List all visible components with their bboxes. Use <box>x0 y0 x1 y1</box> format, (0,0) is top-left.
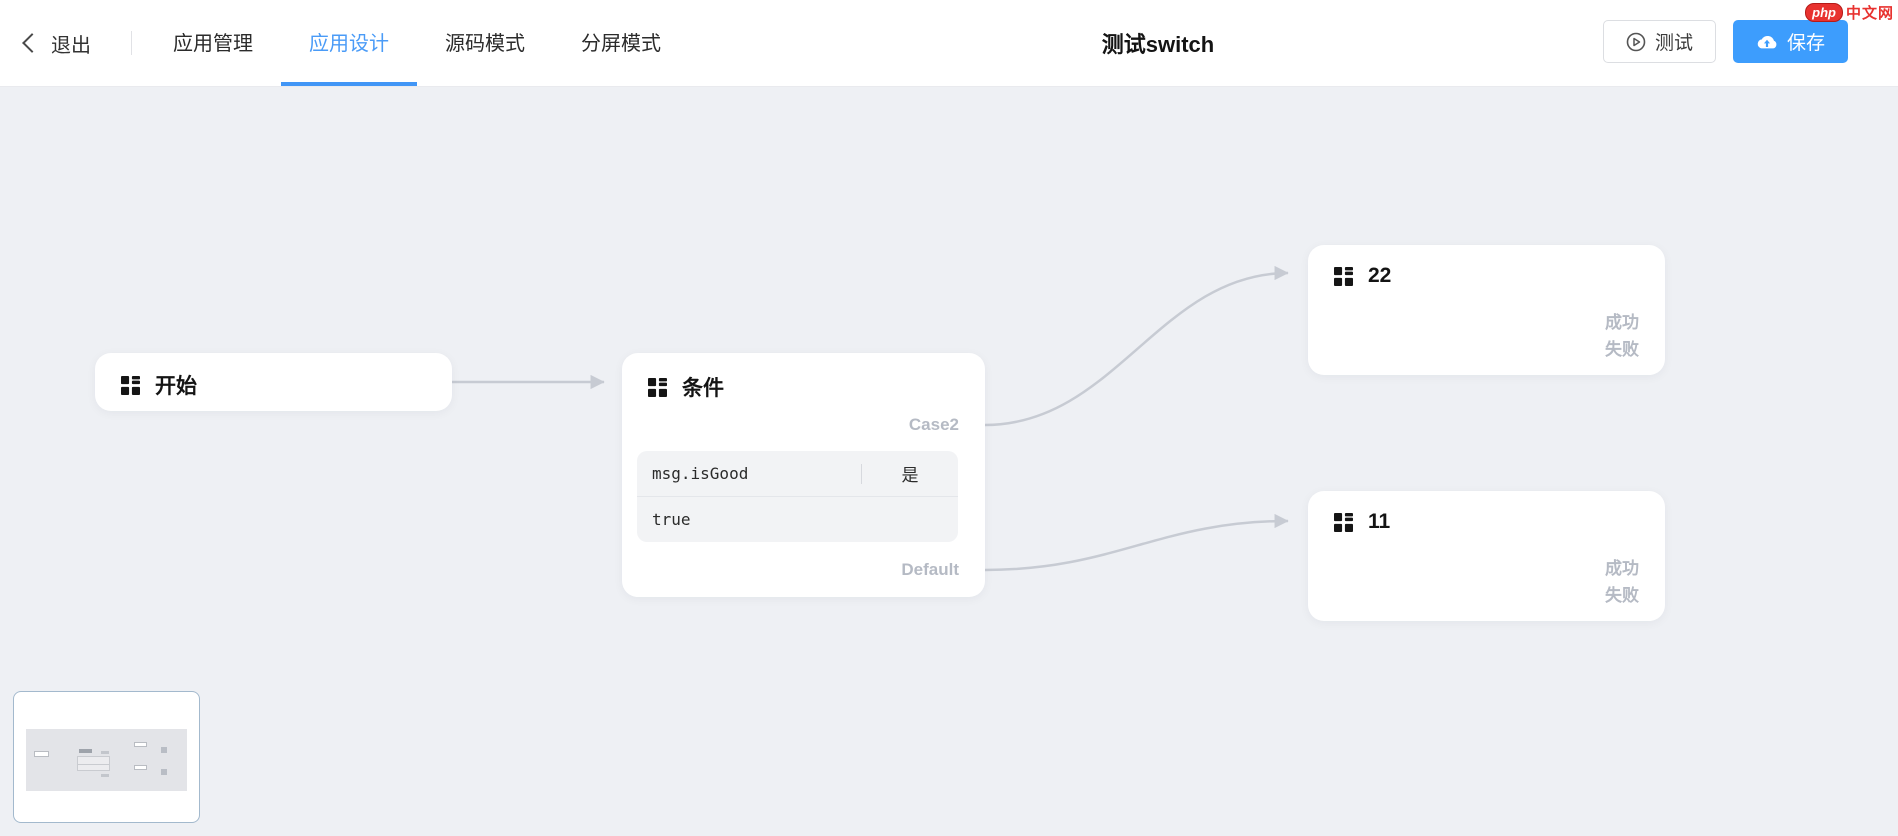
tab-app-manage[interactable]: 应用管理 <box>173 32 253 55</box>
php-logo-badge: php <box>1805 3 1843 22</box>
minimap-port-mark <box>101 751 109 754</box>
test-button-label: 测试 <box>1654 33 1693 54</box>
tab-source-mode[interactable]: 源码模式 <box>445 32 525 55</box>
node-grid-icon <box>121 375 140 395</box>
php-cn-watermark: php 中文网 <box>1805 2 1894 23</box>
port-success[interactable]: 成功 <box>1605 313 1639 332</box>
node-condition-header: 条件 <box>622 353 985 402</box>
node-condition-title: 条件 <box>682 377 724 400</box>
flow-title: 测试switch <box>1101 32 1215 57</box>
play-circle-icon <box>1626 32 1646 51</box>
minimap-condition-box <box>77 756 110 771</box>
minimap[interactable] <box>13 691 200 823</box>
minimap-port-mark <box>101 774 109 777</box>
minimap-viewport <box>26 729 187 791</box>
php-logo-text: 中文网 <box>1845 5 1894 22</box>
port-fail[interactable]: 失败 <box>1605 586 1639 605</box>
top-navbar: 退出 应用管理 应用设计 源码模式 分屏模式 测试switch 测试 保存 ph… <box>0 0 1898 87</box>
node-11-header: 11 <box>1308 491 1665 534</box>
rule-operator: 是 <box>901 466 919 485</box>
flow-canvas[interactable]: 开始 条件 Case2 msg.isGood 是 <box>0 87 1898 836</box>
condition-rule-row: msg.isGood 是 <box>637 451 958 496</box>
tab-app-design[interactable]: 应用设计 <box>281 0 417 86</box>
condition-value-row: true <box>637 496 958 541</box>
minimap-node-mark <box>161 769 167 775</box>
port-default[interactable]: Default <box>901 560 959 579</box>
rule-value: true <box>652 509 691 529</box>
node-grid-icon <box>1334 266 1353 286</box>
cloud-upload-icon <box>1757 35 1777 48</box>
node-22[interactable]: 22 成功 失败 <box>1308 245 1665 375</box>
navbar-divider <box>131 31 132 55</box>
condition-rule-box: msg.isGood 是 true <box>637 451 958 542</box>
port-success[interactable]: 成功 <box>1605 559 1639 578</box>
minimap-node-11 <box>134 765 147 770</box>
node-start-header: 开始 <box>95 353 452 400</box>
rule-field: msg.isGood <box>652 464 749 483</box>
node-start[interactable]: 开始 <box>95 353 452 411</box>
node-grid-icon <box>648 377 667 397</box>
navbar-actions: 测试 保存 <box>1602 20 1848 63</box>
back-chevron-icon <box>22 33 42 53</box>
test-button[interactable]: 测试 <box>1602 20 1716 63</box>
node-11[interactable]: 11 成功 失败 <box>1308 491 1665 621</box>
exit-label: 退出 <box>51 34 91 57</box>
minimap-node-condition <box>79 749 92 753</box>
node-condition[interactable]: 条件 Case2 msg.isGood 是 true Default <box>622 353 985 597</box>
rule-divider <box>861 463 862 484</box>
port-case2[interactable]: Case2 <box>908 415 959 434</box>
minimap-node-22 <box>134 742 147 747</box>
node-22-title: 22 <box>1368 264 1392 287</box>
save-button-label: 保存 <box>1786 33 1825 54</box>
wire-case2-to-22 <box>984 265 1289 427</box>
minimap-node-start <box>34 751 49 757</box>
tab-split-mode[interactable]: 分屏模式 <box>581 32 661 55</box>
minimap-node-mark <box>161 747 167 753</box>
exit-button[interactable]: 退出 <box>22 29 91 58</box>
save-button[interactable]: 保存 <box>1732 20 1848 63</box>
wire-default-to-11 <box>984 513 1289 572</box>
node-22-header: 22 <box>1308 245 1665 288</box>
node-grid-icon <box>1334 512 1353 532</box>
port-fail[interactable]: 失败 <box>1605 340 1639 359</box>
mode-tabs: 应用管理 应用设计 源码模式 分屏模式 <box>145 0 689 86</box>
node-start-title: 开始 <box>155 375 197 398</box>
node-11-title: 11 <box>1368 510 1391 533</box>
